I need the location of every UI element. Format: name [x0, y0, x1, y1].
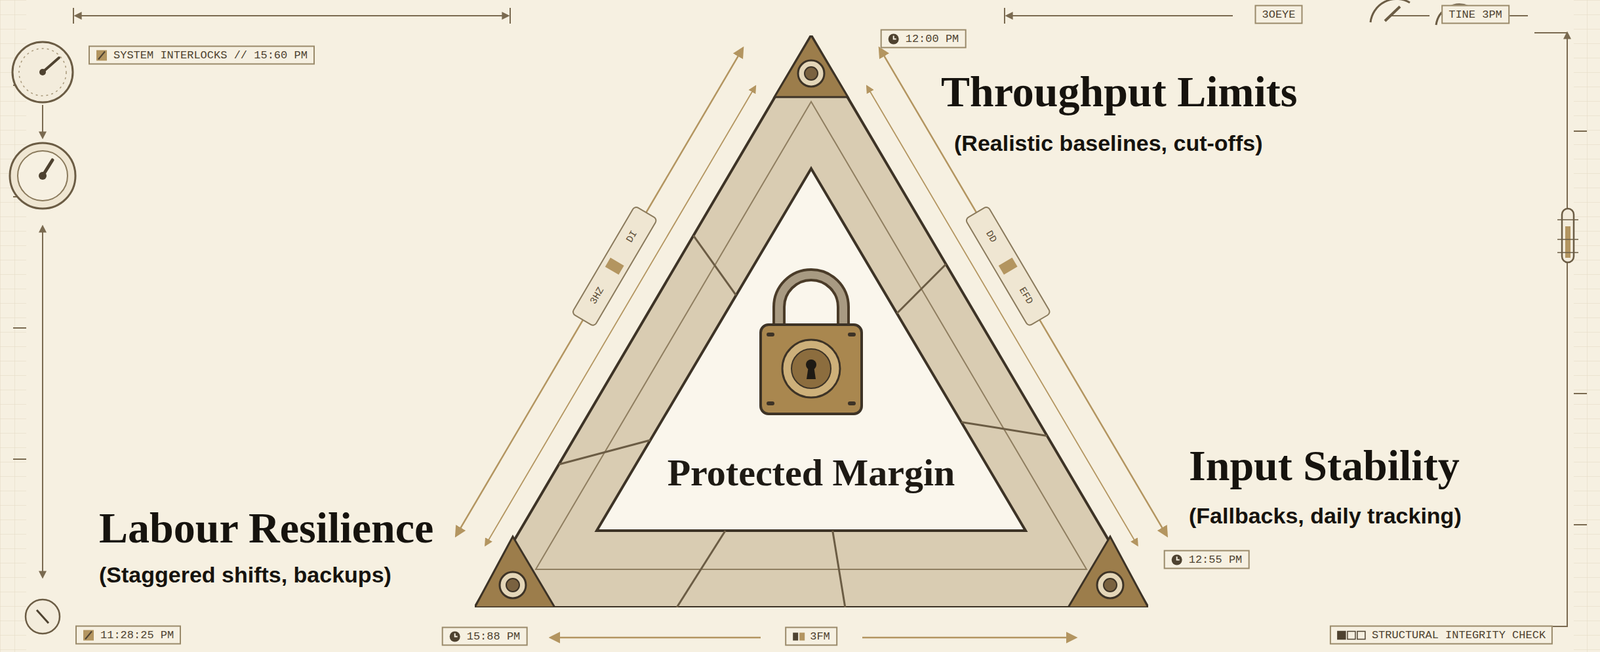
padlock-shackle: [779, 274, 844, 332]
beam-band: [961, 421, 1048, 436]
badge-icon: [887, 32, 901, 45]
tag-stripe: [605, 257, 625, 275]
bolt: [506, 578, 520, 592]
badge-text: TINE 3PM: [1448, 8, 1503, 21]
status-badge: SYSTEM INTERLOCKS // 15:60 PM: [88, 45, 315, 65]
corner-plate: [1068, 536, 1149, 608]
padlock-shackle: [779, 274, 844, 332]
gauge: [12, 41, 73, 103]
triangle-frame: Protected Margin: [474, 35, 1149, 608]
gauge: [25, 599, 60, 634]
tag-code: 3HZ: [586, 283, 608, 308]
badge-text: 11:28:25 PM: [100, 628, 174, 642]
gauge: [9, 142, 76, 209]
corner-badge: 3OEYE: [1254, 5, 1303, 25]
dimension-arrow: [862, 636, 1076, 639]
padlock-rivets: [768, 334, 854, 404]
dimension-lines: [13, 7, 1587, 627]
padlock-body: [760, 324, 862, 414]
corner-subtitle: (Staggered shifts, backups): [99, 561, 392, 588]
badge-text: 3OEYE: [1261, 8, 1296, 21]
tag-stripe: [998, 257, 1018, 275]
status-badge: STRUCTURAL INTEGRITY CHECK: [1329, 625, 1553, 645]
padlock-dial: [782, 339, 840, 398]
grid-margin: [1573, 0, 1600, 652]
beam-seam: [535, 101, 1087, 570]
scale-badge: 3FM: [784, 626, 838, 646]
badge-text: 12:00 PM: [905, 32, 960, 46]
badge-text: 3FM: [809, 630, 831, 643]
badge-text: 12:55 PM: [1188, 553, 1243, 566]
corner-heading: Throughput Limits: [940, 66, 1298, 117]
time-badge: 12:00 PM: [880, 29, 967, 49]
tag-code: DD: [981, 226, 1000, 246]
bolt: [804, 66, 818, 80]
badge-icon: [82, 628, 96, 641]
corner-subtitle: (Fallbacks, daily tracking): [1188, 502, 1462, 529]
node-label: Protected Margin: [667, 450, 956, 495]
badge-icon: [1337, 628, 1368, 641]
bolt: [499, 571, 526, 599]
side-tag: [571, 205, 658, 327]
corner-heading: Labour Resilience: [99, 502, 434, 553]
triangle-outline: [474, 35, 1149, 608]
corner-badge: TINE 3PM: [1441, 5, 1510, 25]
badge-icon: [449, 630, 463, 642]
beam-band: [676, 530, 726, 608]
bolt: [798, 60, 825, 87]
time-badge: 15:88 PM: [441, 626, 528, 646]
beam-inner: [596, 168, 1026, 531]
tag-code: DI: [622, 226, 641, 246]
padlock-dial: [791, 348, 831, 389]
corner-subtitle: (Realistic baselines, cut-offs): [954, 130, 1263, 157]
keyhole: [806, 365, 816, 380]
badge-icon: [1171, 553, 1185, 566]
side-tag: [965, 205, 1052, 327]
beam-band: [558, 440, 651, 465]
beam-band: [693, 235, 736, 296]
beam-band: [897, 264, 947, 314]
badge-text: STRUCTURAL INTEGRITY CHECK: [1371, 628, 1546, 642]
corner-plate: [774, 35, 848, 98]
beam-outer: [474, 35, 1149, 608]
badge-icon: [95, 49, 109, 61]
thermometer: [1557, 208, 1579, 263]
badge-text: 15:88 PM: [466, 630, 521, 643]
bolt: [1097, 571, 1124, 599]
badge-icon: [792, 630, 806, 642]
beam-band: [832, 530, 846, 608]
dimension-arrow: [550, 636, 761, 639]
bolt: [1103, 578, 1117, 592]
corner-plate: [474, 536, 555, 608]
corner-heading: Input Stability: [1188, 440, 1460, 491]
badge-text: SYSTEM INTERLOCKS // 15:60 PM: [113, 49, 308, 62]
grid-margin: [0, 0, 27, 652]
tag-code: EFD: [1015, 283, 1036, 308]
time-badge: 11:28:25 PM: [75, 625, 181, 645]
time-badge: 12:55 PM: [1163, 550, 1250, 570]
